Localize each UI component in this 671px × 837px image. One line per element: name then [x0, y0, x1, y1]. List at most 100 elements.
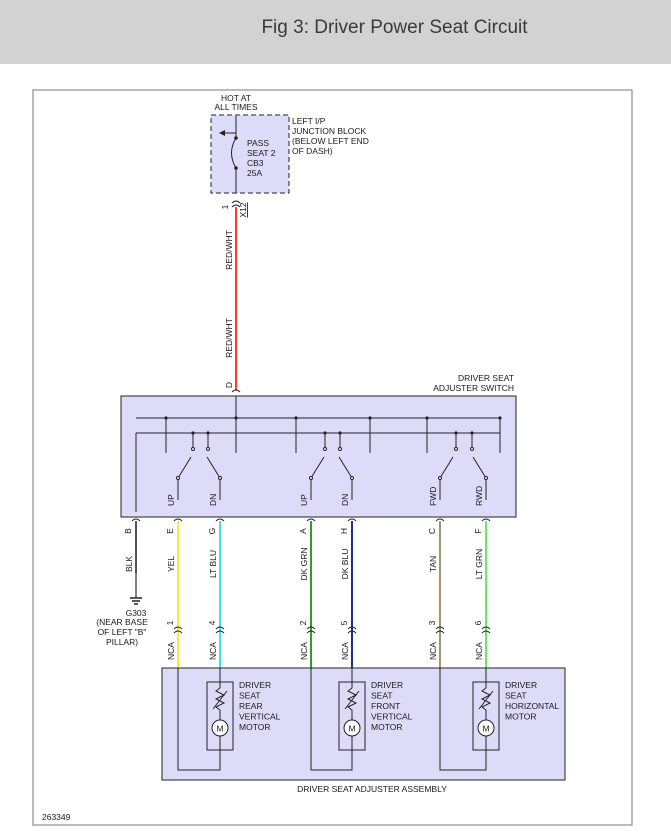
wire-pin-label-0: B	[123, 528, 133, 534]
motor-label-1-4: MOTOR	[371, 722, 402, 732]
circuit-breaker-symbol	[231, 137, 237, 169]
nca-connector-bottom-6	[481, 630, 491, 634]
wire-connector-top-0	[131, 518, 141, 522]
motor-ptc-arrow-1	[344, 690, 360, 710]
nca-connector-bottom-3	[306, 630, 316, 634]
switch-input-connector	[231, 389, 241, 393]
wire-connector-top-5	[435, 518, 445, 522]
nca-label-2: NCA	[208, 642, 218, 660]
wire-pin-label-2: G	[207, 528, 217, 535]
wire-color-label-2: LT BLU	[208, 550, 218, 578]
switch-tap-dot-4	[425, 416, 429, 420]
nca-label-1: NCA	[166, 642, 176, 660]
switch-position-label-5: RWD	[474, 486, 484, 506]
wire-color-label-1: YEL	[166, 556, 176, 572]
wire-color-label-0: BLK	[124, 556, 134, 572]
motor-label-2-1: SEAT	[505, 691, 527, 701]
nca-connector-top-4	[347, 626, 357, 630]
page-title: Fig 3: Driver Power Seat Circuit	[261, 17, 528, 38]
motor-ptc-arrow-2	[478, 690, 494, 710]
switch-name-2: ADJUSTER SWITCH	[433, 383, 514, 393]
nca-connector-top-1	[173, 626, 183, 630]
ground-note-3: PILLAR)	[106, 637, 138, 647]
junction-label-4: OF DASH)	[292, 146, 333, 156]
wire-color-label-3: DK GRN	[299, 547, 309, 580]
switch-blade-3	[338, 456, 353, 479]
nca-pin-label-5: 3	[427, 620, 437, 625]
switch-contact-point-2	[323, 447, 327, 451]
wire-color-label-6: LT GRN	[474, 549, 484, 579]
adjuster-switch-box	[120, 395, 517, 518]
switch-contact-point-4	[454, 447, 458, 451]
junction-block	[210, 114, 290, 194]
motor-symbol-letter-2: M	[482, 724, 489, 734]
nca-connector-bottom-1	[173, 630, 183, 634]
motor-label-0-3: VERTICAL	[239, 712, 281, 722]
connector-x12-label: X12	[238, 202, 248, 217]
nca-pin-label-2: 4	[207, 620, 217, 625]
switch-blade-pivot-1	[218, 476, 222, 480]
switch-tap-dot-3	[368, 416, 372, 420]
motor-ptc-resistor-1	[346, 687, 358, 711]
nca-connector-bottom-2	[215, 630, 225, 634]
motor-label-0-4: MOTOR	[239, 722, 270, 732]
switch-tap-dot-2	[294, 416, 298, 420]
switch-blade-0	[177, 456, 192, 479]
wire-connector-top-1	[173, 518, 183, 522]
motor-label-1-2: FRONT	[371, 701, 400, 711]
junction-label-1: LEFT I/P	[292, 116, 326, 126]
junction-label-3: (BELOW LEFT END	[292, 136, 369, 146]
switch-blade-1	[206, 456, 221, 479]
switch-tap-dot-5	[498, 416, 502, 420]
motor-label-2-2: HORIZONTAL	[505, 701, 559, 711]
motor-label-0-0: DRIVER	[239, 680, 271, 690]
motor-label-2-3: MOTOR	[505, 712, 536, 722]
wire-connector-top-3	[306, 518, 316, 522]
motor-label-1-1: SEAT	[371, 691, 393, 701]
wire-connector-top-6	[481, 518, 491, 522]
motor-label-1-0: DRIVER	[371, 680, 403, 690]
motor-label-0-2: REAR	[239, 701, 263, 711]
switch-contact-point-0	[191, 447, 195, 451]
switch-position-label-2: UP	[299, 494, 309, 506]
all-times-label: ALL TIMES	[215, 102, 258, 112]
breaker-label-3: CB3	[247, 158, 264, 168]
nca-label-3: NCA	[299, 642, 309, 660]
wire-connector-top-2	[215, 518, 225, 522]
switch-tap-dot-1	[234, 416, 238, 420]
switch-contact-dot-2	[323, 431, 327, 435]
motor-symbol-letter-0: M	[216, 724, 223, 734]
connector-symbol-top	[231, 200, 241, 204]
figure-number: 263349	[42, 812, 71, 822]
switch-name-1: DRIVER SEAT	[458, 373, 514, 383]
junction-label-2: JUNCTION BLOCK	[292, 126, 366, 136]
motor-symbol-letter-1: M	[348, 724, 355, 734]
switch-position-label-0: UP	[166, 494, 176, 506]
switch-contact-dot-5	[470, 431, 474, 435]
switch-position-label-4: FWD	[428, 487, 438, 506]
switch-contact-dot-1	[206, 431, 210, 435]
wire-pin-label-4: H	[339, 528, 349, 534]
feed-wire-label-1: RED/WHT	[224, 230, 234, 270]
motor-return-lead-1	[310, 668, 353, 771]
motor-ptc-resistor-0	[214, 687, 226, 711]
switch-contact-dot-0	[191, 431, 195, 435]
nca-connector-top-6	[481, 626, 491, 630]
switch-blade-2	[310, 456, 325, 479]
switch-blade-pivot-0	[176, 476, 180, 480]
switch-blade-pivot-3	[350, 476, 354, 480]
ground-note-2: OF LEFT "B"	[98, 627, 147, 637]
switch-position-label-3: DN	[340, 494, 350, 506]
wire-pin-label-6: F	[473, 528, 483, 533]
motor-ptc-arrow-0	[212, 690, 228, 710]
breaker-arrow-head	[219, 130, 225, 136]
motor-ptc-resistor-2	[480, 687, 492, 711]
feed-wire-label-2: RED/WHT	[224, 318, 234, 358]
switch-contact-point-5	[470, 447, 474, 451]
switch-contact-dot-3	[338, 431, 342, 435]
breaker-label-1: PASS	[247, 138, 269, 148]
ground-note-1: (NEAR BASE	[96, 617, 148, 627]
wire-pin-label-1: E	[165, 528, 175, 534]
